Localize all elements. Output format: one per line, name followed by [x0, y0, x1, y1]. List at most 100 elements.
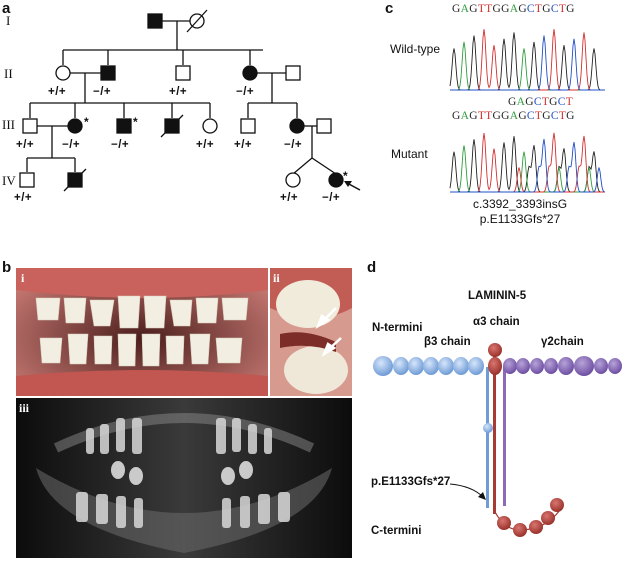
alpha3-rod — [493, 356, 496, 514]
pedigree-individual-iii-3 — [116, 118, 132, 134]
pedigree-individual-iv-4 — [328, 172, 344, 188]
generation-label-i: I — [6, 13, 11, 28]
pedigree-individual-iii-6 — [240, 118, 256, 134]
base-letter: T — [558, 110, 567, 122]
genotype-ii-4: −/+ — [236, 86, 255, 98]
base-letter: C — [550, 3, 559, 15]
base-letter: G — [469, 3, 478, 15]
panoramic-radiograph-iii — [16, 398, 352, 558]
genotype-iii-3: −/+ — [111, 139, 130, 151]
pedigree-individual-i-1 — [147, 13, 163, 29]
mutation-label: p.E1133Gfs*27 — [371, 476, 451, 488]
pedigree-individual-ii-2 — [100, 65, 116, 81]
mutant-sequence-bottom: GAGTTGGAGCTGCTG — [452, 110, 575, 122]
panel-label-b: b — [2, 259, 12, 276]
generation-label-iii: III — [2, 117, 15, 132]
mutant-sequence-top: GAGCTGCT — [508, 96, 573, 108]
intraoral-photo-ii — [270, 268, 352, 396]
laminin-title: LAMININ-5 — [468, 290, 527, 302]
base-letter: G — [525, 96, 534, 108]
genotype-iii-6: +/+ — [234, 139, 253, 151]
mutant-label: Mutant — [391, 147, 428, 161]
base-letter: A — [460, 110, 470, 122]
wildtype-chromatogram — [449, 29, 605, 91]
wildtype-sequence: GAGTTGGAGCTGCTG — [452, 3, 575, 15]
genotype-iii-1: +/+ — [16, 139, 35, 151]
panel-label-a: a — [2, 0, 11, 17]
base-letter: T — [485, 3, 493, 15]
asterisk-iv-4: * — [343, 169, 348, 183]
base-letter: T — [534, 110, 543, 122]
genotype-iii-2: −/+ — [62, 139, 81, 151]
genotype-iv-4: −/+ — [322, 192, 341, 204]
beta3-domain-beads — [373, 356, 493, 433]
intraoral-photo-i — [16, 268, 268, 396]
base-letter: G — [492, 3, 502, 15]
base-letter: C — [533, 96, 542, 108]
pedigree-individual-ii-1 — [55, 65, 71, 81]
pedigree-individual-iii-5 — [202, 118, 218, 134]
alpha3-chain-label: α3 chain — [473, 316, 520, 328]
panel-label-d: d — [367, 259, 377, 276]
chromatogram-trace — [450, 138, 606, 193]
mutation-cdna-caption: c.3392_3393insG — [472, 197, 568, 211]
base-letter: G — [508, 96, 517, 108]
generation-label-ii: II — [4, 66, 13, 81]
base-letter: A — [516, 96, 526, 108]
base-letter: G — [518, 110, 527, 122]
base-letter: G — [501, 3, 510, 15]
pedigree-individual-iii-2 — [67, 118, 83, 134]
genotype-ii-1: +/+ — [48, 86, 67, 98]
genotype-ii-2: −/+ — [93, 86, 112, 98]
base-letter: T — [534, 3, 543, 15]
pedigree-individual-ii-4 — [242, 65, 258, 81]
base-letter: C — [557, 96, 566, 108]
c-termini-label: C-termini — [371, 525, 422, 537]
base-letter: C — [526, 110, 535, 122]
panel-label-c: c — [385, 0, 394, 17]
genotype-iii-7: −/+ — [284, 139, 303, 151]
dental-photographs — [16, 268, 352, 558]
base-letter: T — [485, 110, 493, 122]
asterisk-iii-2: * — [84, 115, 89, 129]
gamma2-chain-label: γ2chain — [541, 336, 584, 348]
mutation-protein-caption: p.E1133Gfs*27 — [479, 212, 561, 226]
mutation-pointer-arrow-icon — [449, 483, 486, 500]
pedigree-individual-ii-3 — [175, 65, 191, 81]
base-letter: G — [452, 110, 461, 122]
base-letter: G — [452, 3, 461, 15]
n-termini-label: N-termini — [372, 322, 423, 334]
genotype-ii-3: +/+ — [169, 86, 188, 98]
base-letter: T — [565, 96, 574, 108]
base-letter: A — [509, 110, 519, 122]
base-letter: G — [542, 3, 551, 15]
photo-label-ii: ii — [273, 271, 280, 285]
proband-arrow-icon — [344, 181, 361, 191]
beta3-rod — [486, 367, 489, 508]
photo-label-iii: iii — [19, 401, 30, 415]
pedigree-individual-iii-7 — [289, 118, 305, 134]
beta3-chain-label: β3 chain — [424, 336, 471, 348]
base-letter: T — [558, 3, 567, 15]
gamma2-rod — [503, 367, 506, 506]
pedigree-individual-iv-3 — [285, 172, 301, 188]
base-letter: T — [477, 110, 486, 122]
base-letter: C — [550, 110, 559, 122]
pedigree-individual-iv-1 — [19, 172, 35, 188]
base-letter: G — [469, 110, 478, 122]
gamma2-domain-beads — [503, 356, 622, 376]
mutant-chromatogram — [449, 132, 606, 193]
pedigree-individual-ii-5 — [285, 65, 301, 81]
photo-label-i: i — [21, 271, 25, 285]
base-letter: G — [566, 110, 575, 122]
base-letter: C — [526, 3, 535, 15]
generation-label-iv: IV — [2, 173, 16, 188]
base-letter: T — [541, 96, 550, 108]
alpha3-domain-beads — [488, 343, 502, 375]
base-letter: A — [509, 3, 519, 15]
chromatogram-trace — [450, 35, 605, 91]
wildtype-label: Wild-type — [390, 42, 441, 56]
arrow-icon — [315, 307, 342, 357]
base-letter: T — [477, 3, 486, 15]
